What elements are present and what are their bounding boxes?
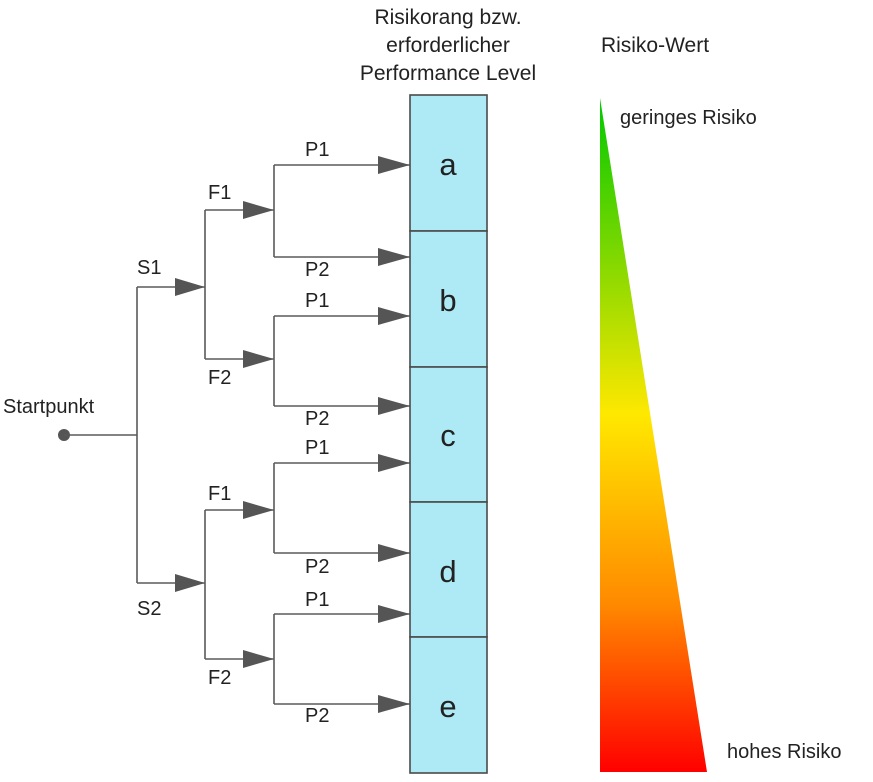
level-label-e: e <box>439 689 456 724</box>
label-s2: S2 <box>137 598 161 620</box>
column-title-line-3: Performance Level <box>360 62 536 85</box>
level-box-d <box>409 501 488 638</box>
label-p2: P2 <box>305 705 329 727</box>
label-p2: P2 <box>305 556 329 578</box>
label-p2: P2 <box>305 259 329 281</box>
low-risk-label: geringes Risiko <box>620 107 757 129</box>
severity-branches <box>64 278 205 592</box>
level-label-a: a <box>439 147 457 182</box>
frequency-branches <box>204 201 274 668</box>
level-box-c <box>409 366 488 503</box>
s2-arrow <box>175 574 205 592</box>
label-p1: P1 <box>305 589 329 611</box>
level-box-e <box>409 636 488 774</box>
label-p1: P1 <box>305 437 329 459</box>
column-title-line-2: erforderlicher <box>386 34 510 57</box>
risk-value-title: Risiko-Wert <box>601 34 709 57</box>
label-f2-lower: F2 <box>208 667 231 689</box>
label-f1-lower: F1 <box>208 483 231 505</box>
high-risk-label: hohes Risiko <box>727 741 842 763</box>
level-label-d: d <box>439 554 456 589</box>
label-p2: P2 <box>305 408 329 430</box>
level-label-b: b <box>439 283 456 318</box>
label-p1: P1 <box>305 139 329 161</box>
label-f1-upper: F1 <box>208 182 231 204</box>
column-title-line-1: Risikorang bzw. <box>374 6 521 29</box>
avoidance-branches <box>273 156 410 713</box>
start-label: Startpunkt <box>3 396 95 418</box>
level-box-a <box>409 94 488 232</box>
s1-arrow <box>175 278 205 296</box>
performance-level-column <box>409 94 488 774</box>
label-p1: P1 <box>305 290 329 312</box>
risk-gradient-wedge <box>600 98 707 772</box>
level-label-c: c <box>440 418 456 453</box>
label-f2-upper: F2 <box>208 367 231 389</box>
label-s1: S1 <box>137 257 161 279</box>
